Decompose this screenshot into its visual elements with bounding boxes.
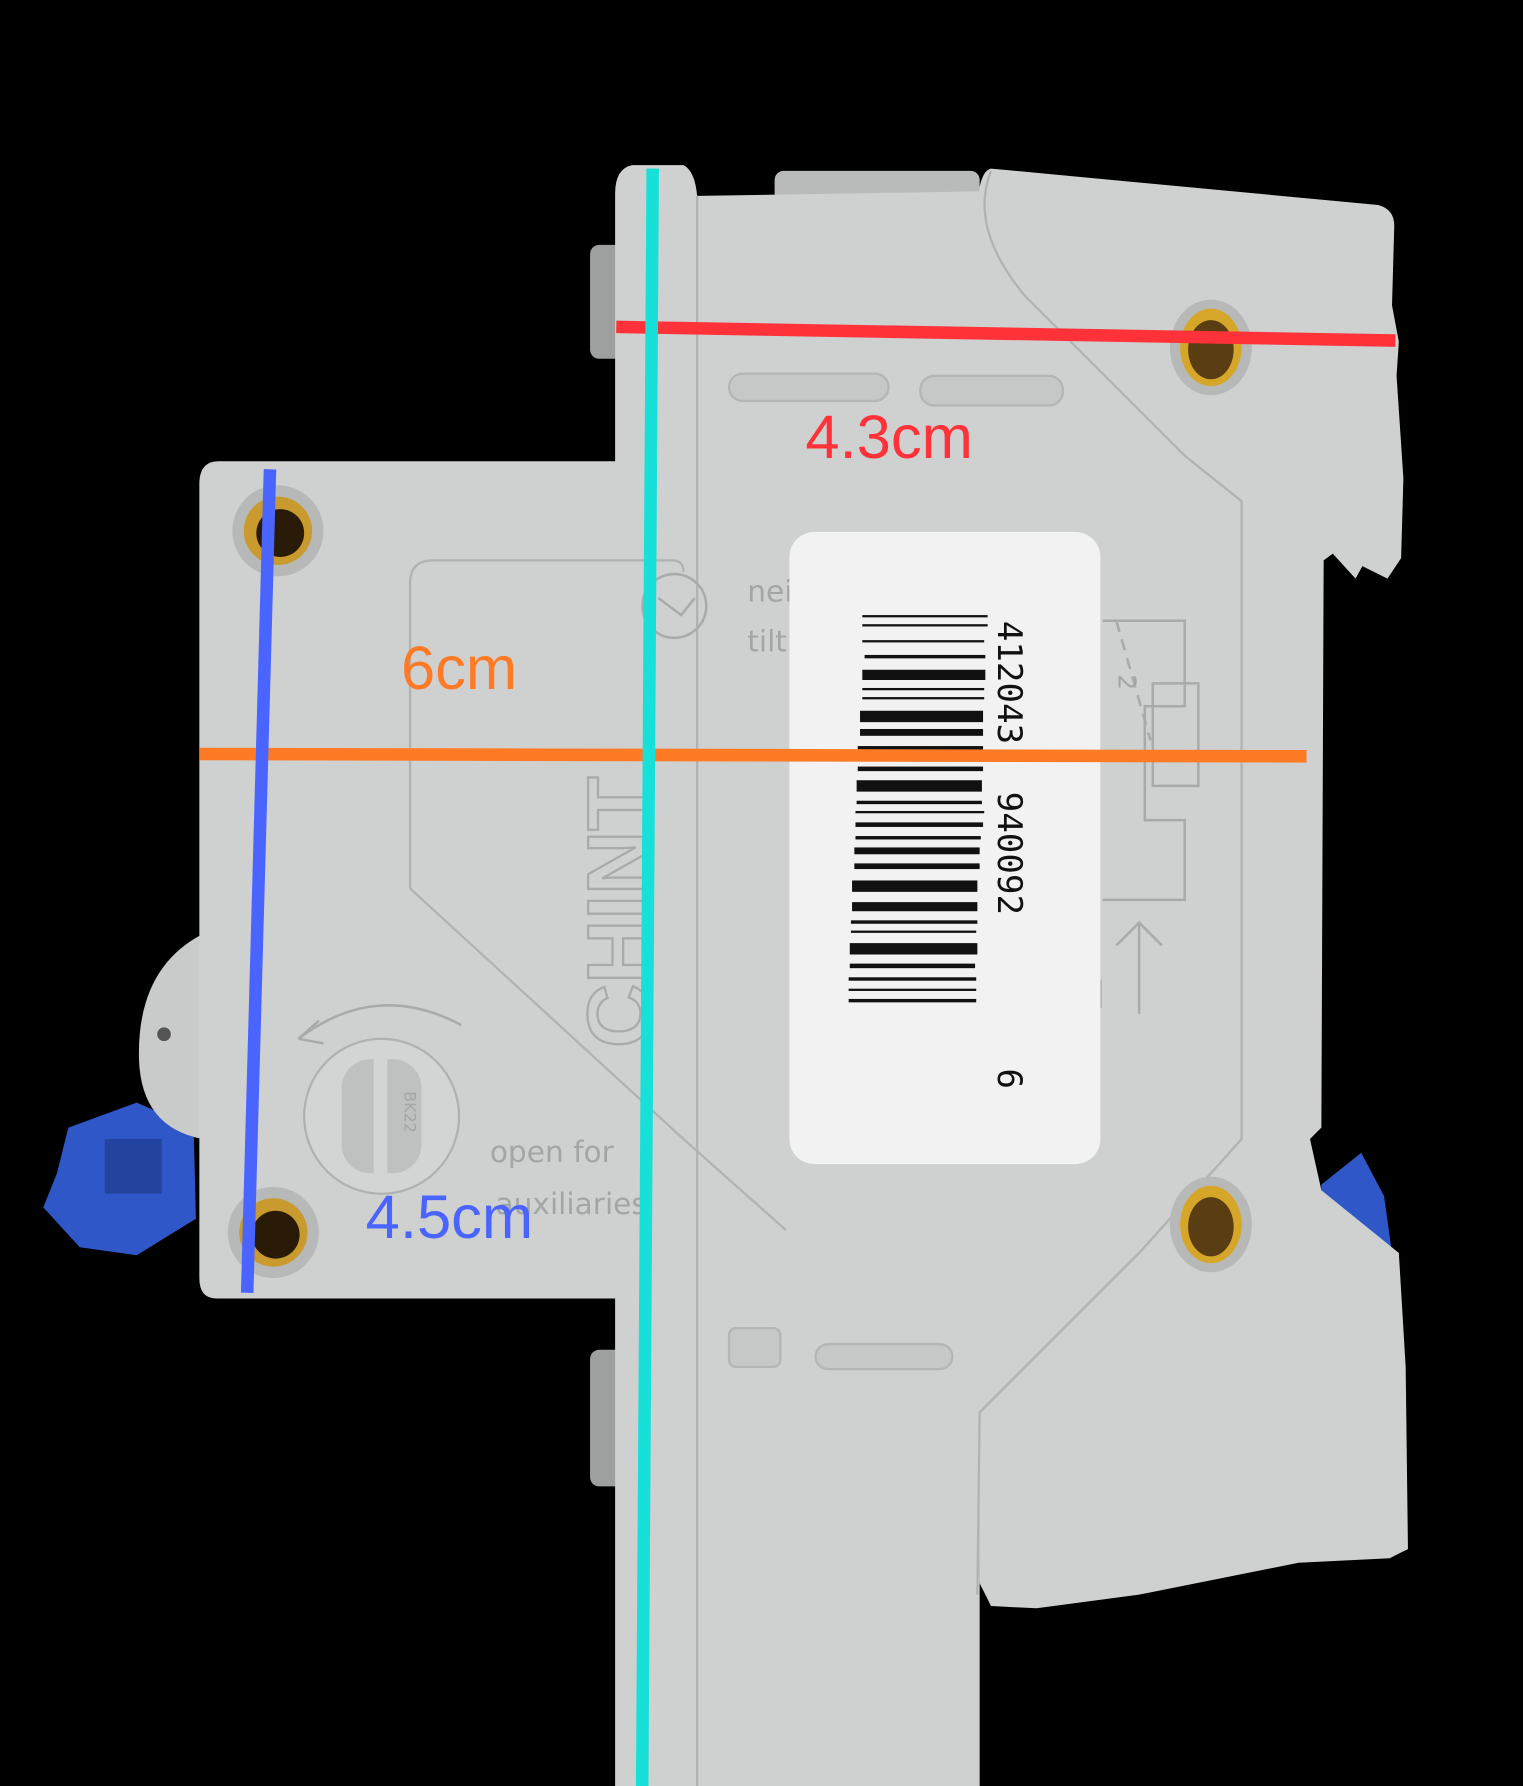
svg-text:2: 2	[1113, 674, 1142, 690]
measure-line-orange	[199, 747, 1307, 763]
barcode-number-left: 940092	[989, 792, 1029, 915]
terminal-hole-bottom-left	[227, 1186, 319, 1278]
switch-diagram-emboss: 2	[1099, 619, 1200, 1014]
measure-line-red	[616, 320, 1396, 347]
barcode-label: 412043 940092 6	[789, 531, 1101, 1165]
emboss-text-open-for: open for	[490, 1135, 615, 1169]
measure-line-blue	[240, 469, 277, 1293]
knob-marking: BK22	[400, 1091, 419, 1133]
din-clip-left	[43, 1102, 196, 1256]
emboss-text-neither: nei	[747, 574, 792, 608]
measure-label-orange: 6cm	[401, 634, 517, 703]
terminal-hole-top-right	[1169, 299, 1252, 396]
terminal-hole-bottom-right	[1169, 1176, 1252, 1273]
emboss-text-tilt: tilt	[747, 625, 787, 659]
measure-label-blue: 4.5cm	[366, 1183, 533, 1252]
emboss-text-auxiliaries: auxiliaries	[496, 1187, 647, 1221]
rear-boss	[138, 934, 203, 1140]
measure-label-red: 4.3cm	[805, 403, 972, 472]
terminal-hole-top-left	[232, 485, 324, 577]
auxiliary-cover-knob: BK22	[297, 1004, 462, 1195]
barcode-number-first: 6	[989, 1068, 1029, 1089]
measure-line-cyan	[635, 168, 659, 1786]
barcode-number-right: 412043	[989, 621, 1029, 744]
